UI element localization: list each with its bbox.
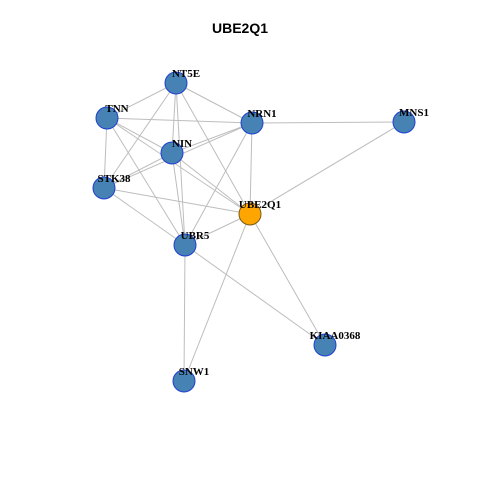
node-label-tnn: TNN [105, 103, 128, 115]
node-label-ube2q1: UBE2Q1 [239, 199, 281, 211]
edge-mns1-ube2q1 [249, 121, 405, 215]
node-tnn [95, 106, 119, 130]
edge-stk38-ubr5 [103, 187, 186, 246]
edge-tnn-stk38 [103, 117, 108, 189]
edge-tnn-nrn1 [106, 117, 253, 124]
node-mns1 [392, 110, 416, 134]
edge-nt5e-tnn [106, 82, 177, 119]
node-snw1 [172, 369, 196, 393]
edge-ube2q1-snw1 [183, 213, 251, 382]
edge-nrn1-ubr5 [184, 122, 253, 246]
node-kiaa0368 [313, 333, 337, 357]
node-ube2q1 [238, 202, 262, 226]
node-stk38 [92, 176, 116, 200]
edge-nin-ubr5 [171, 152, 186, 246]
edge-tnn-nin [106, 117, 173, 154]
edge-ube2q1-kiaa0368 [249, 213, 326, 346]
edge-ubr5-kiaa0368 [184, 244, 326, 346]
edge-nrn1-nin [171, 122, 253, 154]
edge-stk38-ube2q1 [103, 187, 251, 215]
edge-nrn1-ube2q1 [249, 122, 253, 215]
edge-nt5e-ube2q1 [175, 82, 251, 215]
edge-nt5e-nin [171, 82, 177, 154]
node-nin [160, 141, 184, 165]
node-layer [92, 71, 416, 393]
edge-layer [103, 82, 405, 382]
edge-nt5e-ubr5 [175, 82, 186, 246]
edge-nrn1-mns1 [251, 121, 405, 124]
diagram-title: UBE2Q1 [211, 20, 269, 36]
edge-ubr5-snw1 [183, 244, 186, 382]
node-label-kiaa0368: KIAA0368 [310, 330, 361, 342]
node-nt5e [164, 71, 188, 95]
edge-nin-stk38 [103, 152, 173, 189]
node-nrn1 [240, 111, 264, 135]
node-label-stk38: STK38 [97, 173, 131, 185]
node-ubr5 [173, 233, 197, 257]
edge-nt5e-nrn1 [175, 82, 253, 124]
node-label-nin: NIN [172, 138, 192, 150]
node-label-snw1: SNW1 [179, 366, 210, 378]
node-label-mns1: MNS1 [399, 107, 429, 119]
edge-ubr5-ube2q1 [184, 213, 251, 246]
edge-nin-ube2q1 [171, 152, 251, 215]
node-label-ubr5: UBR5 [181, 230, 210, 242]
edge-tnn-ube2q1 [106, 117, 251, 215]
node-label-nrn1: NRN1 [247, 108, 276, 120]
edge-tnn-ubr5 [106, 117, 186, 246]
node-label-nt5e: NT5E [172, 68, 200, 80]
